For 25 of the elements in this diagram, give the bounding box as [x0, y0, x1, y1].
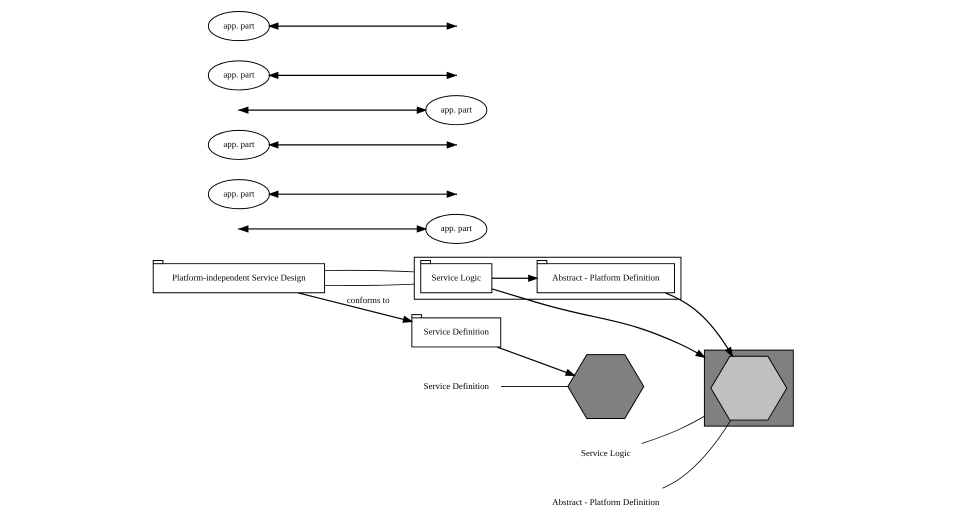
node-ellipse: app. part: [208, 130, 270, 160]
node-ellipse: app. part: [208, 11, 270, 42]
node-ellipse: app. part: [208, 60, 270, 90]
arrow: [268, 190, 458, 198]
arrow: [496, 346, 576, 376]
node-ellipse: app. part: [425, 214, 488, 244]
node-hexagon: [710, 356, 788, 421]
cluster: [414, 256, 682, 300]
connector: [324, 284, 415, 286]
node-hexagon: [567, 354, 644, 419]
connector: [500, 386, 568, 387]
arrow: [665, 292, 734, 358]
arrow: [298, 292, 414, 323]
connector: [641, 416, 705, 444]
node-ellipse: app. part: [425, 95, 488, 126]
connector: [324, 270, 415, 272]
node-text: Service Logic: [581, 448, 631, 458]
node-ellipse: app. part: [208, 179, 270, 210]
cluster: [704, 350, 794, 427]
node-text: Abstract - Platform Definition: [552, 497, 660, 508]
node-text: Service Definition: [424, 380, 489, 391]
connector: [662, 420, 732, 489]
arrow: [492, 288, 706, 358]
arrow: [492, 274, 539, 282]
edge-label: conforms to: [346, 295, 390, 306]
